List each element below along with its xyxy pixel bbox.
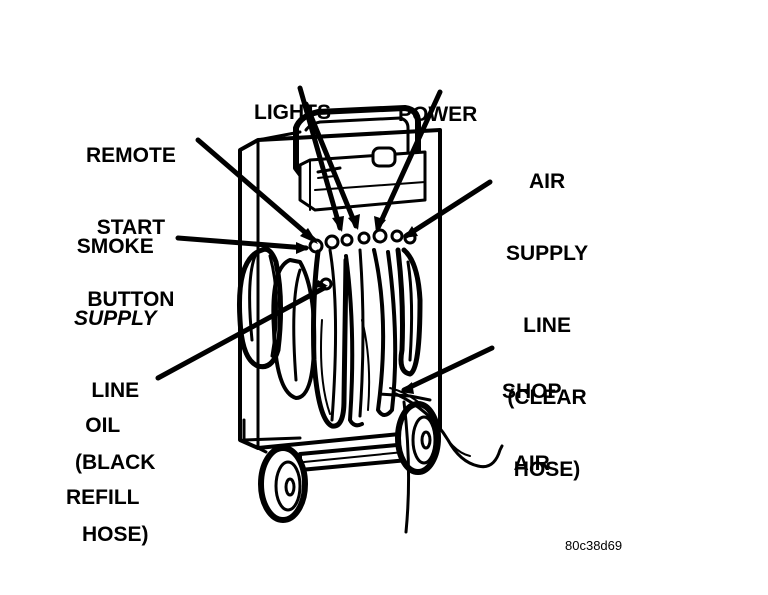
shop-air-hose: [394, 392, 504, 469]
label-shop-air: SHOP AIR: [502, 380, 562, 475]
smoke-supply-hose: [311, 249, 349, 429]
figure-code: 80c38d69: [565, 538, 623, 553]
control-knob: [371, 146, 397, 168]
label-smoke-supply-line: SMOKE SUPPLY LINE (BLACK HOSE): [74, 235, 157, 546]
leader-lines: [155, 85, 495, 393]
label-air-supply-line: AIR SUPPLY LINE (CLEAR HOSE): [506, 170, 589, 481]
air-supply-hose: [372, 248, 398, 417]
label-remote-start-button: REMOTE START BUTTON: [86, 144, 176, 311]
label-power: POWER: [398, 103, 478, 126]
left-hose-coil: [237, 246, 284, 370]
label-oil-refill: OIL REFILL: [66, 414, 140, 509]
label-lights: LIGHTS: [254, 101, 331, 124]
